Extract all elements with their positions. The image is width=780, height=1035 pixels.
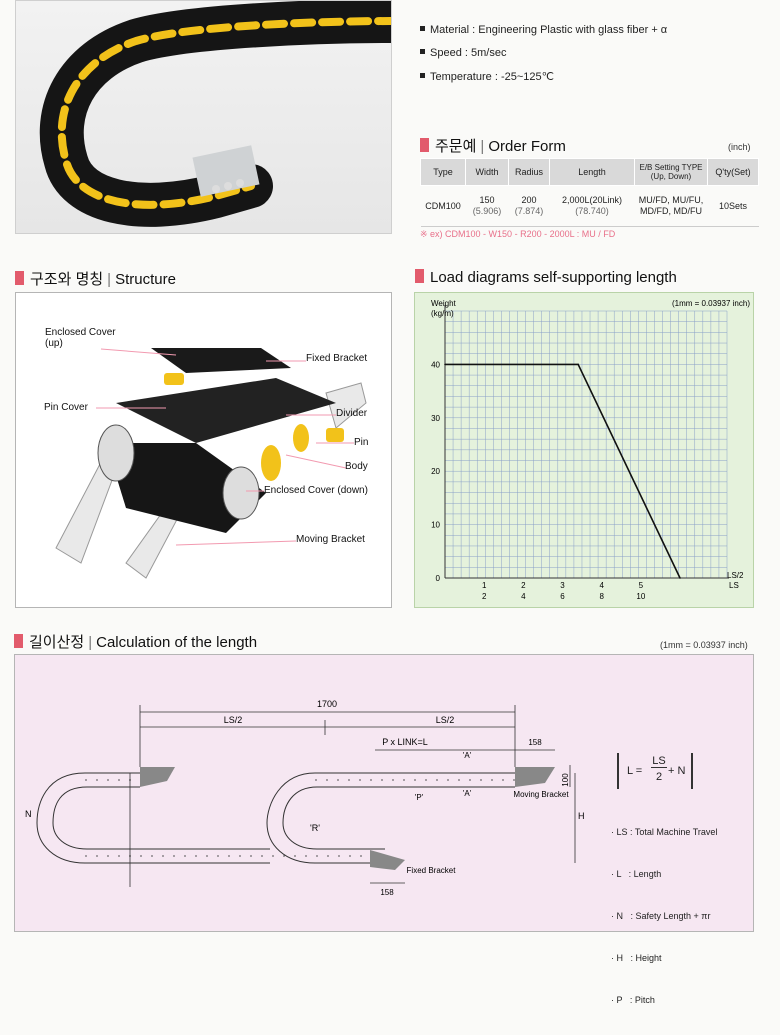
label-enclosed-cover-up: Enclosed Cover(up)	[45, 327, 116, 349]
x-tick-label-bottom: 4	[521, 592, 526, 601]
y-tick-label: 10	[431, 521, 440, 530]
dim-pxlink: P x LINK=L	[382, 737, 428, 747]
cell-qty: 10Sets	[707, 185, 759, 227]
formula-num: LS	[651, 755, 667, 768]
x-tick-label-bottom: 6	[560, 592, 565, 601]
y-axis-label-2: (kg/m)	[431, 309, 454, 318]
dim-a-top: 'A'	[463, 751, 472, 760]
header-width: Width	[465, 158, 509, 186]
header-eb-setting: E/B Setting TYPE(Up, Down)	[634, 158, 708, 186]
header-length: Length	[549, 158, 635, 186]
cell-length: 2,000L(20Link)(78.740)	[549, 185, 635, 227]
label-pin: Pin	[354, 437, 369, 448]
dim-158-top: 158	[528, 738, 542, 747]
label-fixed-bracket: Fixed Bracket	[306, 353, 368, 364]
load-diagram-title: Load diagrams self-supporting length	[415, 269, 677, 286]
legend-list: · LS : Total Machine Travel · L : Length…	[611, 797, 717, 1035]
dim-p: 'P'	[415, 793, 424, 802]
dim-a-bottom: 'A'	[463, 789, 472, 798]
cell-eb-setting: MU/FD, MU/FU,MD/FD, MD/FU	[634, 185, 708, 227]
x-tick-label-top: 5	[639, 581, 644, 590]
dim-158-bottom: 158	[380, 888, 394, 897]
dim-h: H	[578, 811, 585, 821]
x-tick-label-bottom: 8	[599, 592, 604, 601]
structure-diagram	[15, 292, 392, 608]
x-tick-label-bottom: 2	[482, 592, 487, 601]
x-tick-label-top: 1	[482, 581, 487, 590]
cell-type: CDM100	[420, 185, 466, 227]
series-point	[679, 577, 681, 579]
dim-ls2-right: LS/2	[436, 715, 455, 725]
spec-temperature: Temperature : -25~125℃	[420, 70, 554, 83]
x-tick-label-bottom: 10	[636, 592, 645, 601]
table-row: CDM100 150(5.906) 200(7.874) 2,000L(20Li…	[420, 185, 759, 227]
dim-r: 'R'	[310, 823, 320, 833]
cell-width: 150(5.906)	[465, 185, 509, 227]
cable-chain-illustration	[39, 1, 391, 227]
dim-ls2-left: LS/2	[224, 715, 243, 725]
legend-item: · N : Safety Length + πr	[611, 911, 711, 921]
y-tick-label: 0	[436, 574, 441, 583]
length-calculation-diagram: 1700 LS/2 LS/2 P x LINK=L 'A' 158 'P' 'A…	[14, 654, 754, 1005]
chart-grid	[444, 310, 728, 579]
x-tick-label-top: 3	[560, 581, 565, 590]
legend-item: · LS : Total Machine Travel	[611, 827, 718, 837]
order-form-title: 주문예|Order Form	[420, 135, 566, 156]
label-divider: Divider	[336, 408, 368, 419]
spec-material: Material : Engineering Plastic with glas…	[420, 24, 667, 36]
series-point	[444, 363, 446, 366]
y-tick-label: 20	[431, 467, 440, 476]
spec-material-value: Engineering Plastic with glass fiber + α	[478, 24, 668, 36]
label-pin-cover: Pin Cover	[44, 402, 88, 413]
chart-series	[444, 363, 681, 579]
order-table: Type Width Radius Length E/B Setting TYP…	[420, 158, 759, 227]
order-header-row: Type Width Radius Length E/B Setting TYP…	[420, 158, 759, 186]
spec-speed-value: 5m/sec	[470, 47, 507, 59]
label-body: Body	[345, 461, 368, 472]
x-tick-label-top: 4	[599, 581, 604, 590]
x-axis-label-2: LS	[729, 581, 739, 590]
spec-speed: Speed : 5m/sec	[420, 47, 506, 59]
x-tick-label-top: 2	[521, 581, 526, 590]
moving-bracket-label: Moving Bracket	[513, 790, 569, 799]
series-point	[577, 363, 579, 366]
formula-rhs: + N	[668, 765, 686, 777]
order-table-wrap: Type Width Radius Length E/B Setting TYP…	[420, 158, 759, 227]
formula-box: L = LS 2 + N	[617, 753, 693, 789]
calc-title: 길이산정|Calculation of the length	[14, 631, 257, 652]
order-unit: (inch)	[728, 142, 751, 152]
dim-1700: 1700	[317, 699, 337, 709]
header-radius: Radius	[508, 158, 550, 186]
order-example: ※ ex) CDM100 - W150 - R200 - 2000L : MU …	[420, 229, 616, 239]
formula-den: 2	[655, 771, 663, 783]
structure-title: 구조와 명칭|Structure	[15, 268, 176, 289]
structure-exploded-illustration	[55, 348, 367, 579]
dim-100: 100	[561, 773, 570, 787]
dim-n: N	[25, 809, 32, 819]
load-unit-note: (1mm = 0.03937 inch)	[672, 299, 750, 308]
y-tick-label: 40	[431, 360, 440, 369]
chain-layout-drawing: 1700 LS/2 LS/2 P x LINK=L 'A' 158 'P' 'A…	[25, 699, 585, 897]
label-moving-bracket: Moving Bracket	[296, 534, 365, 545]
header-type: Type	[420, 158, 466, 186]
chart-axes: 0 10 20 30 40 1 2 3 4 5 2 4 6 8 10	[431, 305, 729, 601]
spec-temperature-value: -25~125℃	[500, 71, 554, 83]
formula-lhs: L =	[627, 765, 643, 777]
fixed-bracket-label: Fixed Bracket	[407, 866, 457, 875]
calc-unit-note: (1mm = 0.03937 inch)	[660, 640, 748, 650]
legend-item: · H : Height	[611, 953, 662, 963]
y-tick-label: 30	[431, 414, 440, 423]
product-photo	[15, 0, 392, 234]
y-axis-label-1: Weight	[431, 299, 457, 308]
cell-radius: 200(7.874)	[508, 185, 550, 227]
legend-item: · L : Length	[611, 869, 662, 879]
header-qty: Q'ty(Set)	[707, 158, 759, 186]
legend-item: · P : Pitch	[611, 995, 655, 1005]
label-enclosed-cover-down: Enclosed Cover (down)	[264, 485, 368, 496]
x-axis-label-1: LS/2	[727, 571, 744, 580]
